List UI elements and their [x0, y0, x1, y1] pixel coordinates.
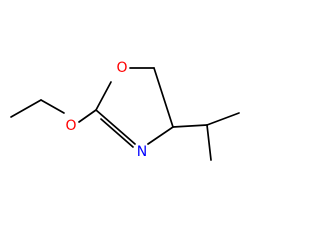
bond-c2-n3-second	[100, 118, 134, 148]
bond-c2-o1	[95, 81, 112, 111]
bond-ch2-o-ethoxy	[40, 99, 65, 114]
bond-ch-ch3-bottom	[206, 124, 212, 161]
ring-nitrogen-label: N	[137, 144, 147, 160]
bond-ch3-ch2	[10, 99, 42, 118]
bond-c4-n3	[147, 126, 174, 145]
molecule-diagram: O N O	[10, 60, 240, 161]
ring-oxygen-label: O	[116, 60, 127, 76]
bond-ch-ch3-top	[206, 112, 240, 126]
bond-o-ethoxy-c2	[78, 109, 97, 123]
bond-c4-ch	[172, 124, 208, 128]
bond-c2-n3	[95, 109, 136, 145]
ethoxy-oxygen-label: O	[65, 118, 76, 134]
bond-c5-c4	[153, 67, 174, 128]
structure-canvas: O N O	[10, 60, 240, 161]
